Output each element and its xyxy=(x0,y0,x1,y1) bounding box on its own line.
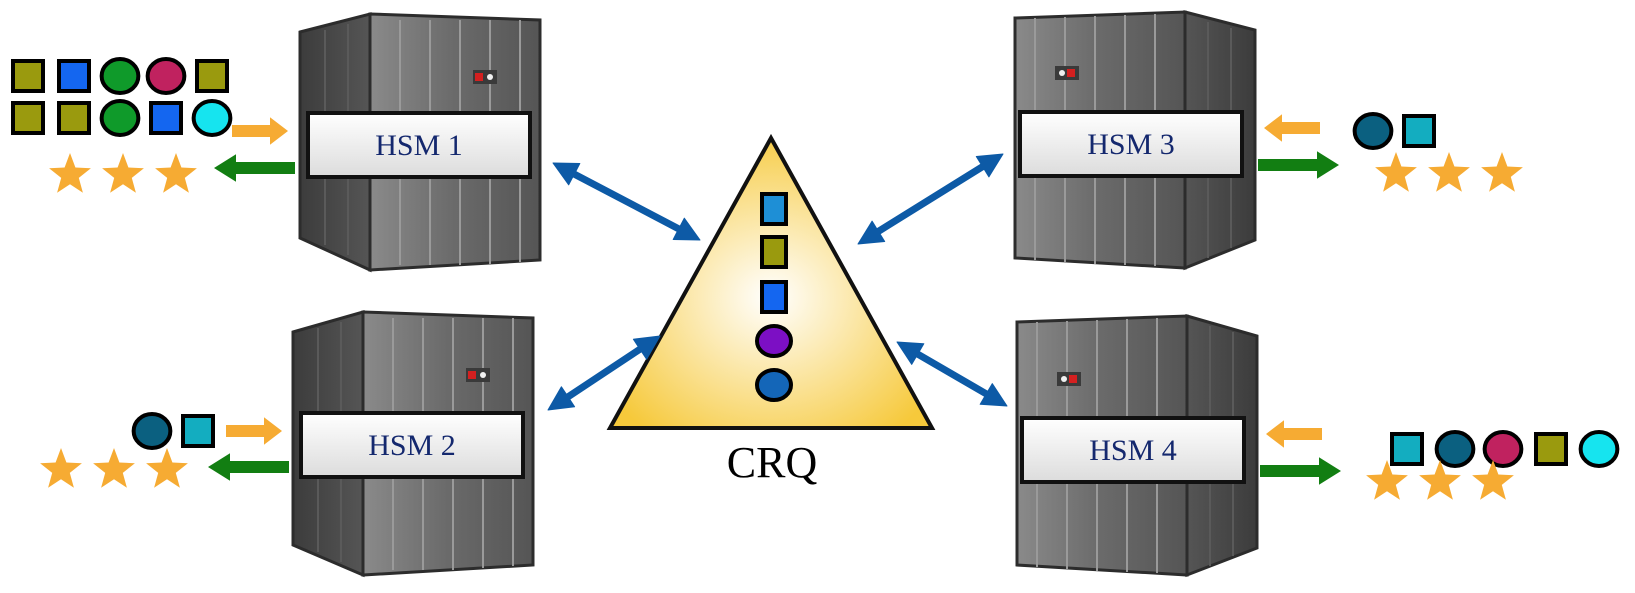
server-label: HSM 3 xyxy=(1087,128,1175,161)
request-square xyxy=(11,59,45,93)
request-circle xyxy=(191,99,233,137)
request-square xyxy=(1534,432,1568,466)
queue-item-square xyxy=(760,280,788,314)
request-circle xyxy=(131,412,173,450)
star-icon xyxy=(102,153,144,193)
request-circle xyxy=(99,57,141,95)
crq-label: CRQ xyxy=(727,438,818,487)
crq-queue: CRQ xyxy=(606,133,936,487)
star-icon xyxy=(1428,152,1470,192)
request-circle xyxy=(1352,112,1394,150)
server-label-panel xyxy=(1020,416,1246,484)
request-arrow-icon xyxy=(1266,420,1322,448)
server-label: HSM 4 xyxy=(1089,434,1177,467)
request-circle xyxy=(1578,430,1620,468)
io-arrows xyxy=(208,114,1341,485)
request-square xyxy=(57,101,91,135)
request-square xyxy=(1390,432,1424,466)
server-label-panel xyxy=(299,411,525,479)
link-arrow-icon xyxy=(857,153,1004,245)
link-arrow-icon xyxy=(896,341,1008,407)
request-row-hsm1 xyxy=(11,57,229,95)
request-circle xyxy=(145,57,187,95)
request-square xyxy=(57,59,91,93)
request-square xyxy=(181,414,215,448)
server-hsm3: HSM 3 xyxy=(1013,10,1257,271)
star-icon xyxy=(1481,152,1523,192)
request-arrow-icon xyxy=(226,417,282,445)
request-row-hsm3 xyxy=(1352,112,1436,150)
queue-item-square xyxy=(760,192,788,226)
star-icon xyxy=(155,153,197,193)
request-square xyxy=(1402,114,1436,148)
server-hsm4: HSM 4 xyxy=(1015,314,1259,578)
request-row-hsm4 xyxy=(1390,430,1620,468)
response-arrow-icon xyxy=(214,154,295,182)
star-icon xyxy=(1375,152,1417,192)
request-square xyxy=(149,101,183,135)
request-circle xyxy=(99,99,141,137)
response-arrow-icon xyxy=(208,453,289,481)
queue-item-circle xyxy=(755,368,793,402)
link-arrow-icon xyxy=(547,335,661,411)
server-hsm1: HSM 1 xyxy=(298,12,542,273)
star-icon xyxy=(93,448,135,488)
star-icon xyxy=(1419,460,1461,500)
request-arrow-icon xyxy=(1264,114,1320,142)
star-icon xyxy=(40,448,82,488)
request-square xyxy=(195,59,229,93)
server-hsm2: HSM 2 xyxy=(291,310,535,578)
request-circle xyxy=(1434,430,1476,468)
request-square xyxy=(11,101,45,135)
server-label: HSM 1 xyxy=(375,129,463,162)
queue-item-circle xyxy=(755,324,793,358)
star-icon xyxy=(1366,460,1408,500)
star-icon xyxy=(1472,460,1514,500)
request-arrow-icon xyxy=(232,117,288,145)
server-label: HSM 2 xyxy=(368,429,456,462)
response-arrow-icon xyxy=(1260,457,1341,485)
request-row-hsm1 xyxy=(11,99,233,137)
request-tokens xyxy=(11,57,1620,468)
response-arrow-icon xyxy=(1258,151,1339,179)
link-arrows xyxy=(547,153,1008,411)
request-circle xyxy=(1482,430,1524,468)
crq-queue-items xyxy=(755,192,793,402)
star-icon xyxy=(146,448,188,488)
server-label-panel xyxy=(1018,110,1244,178)
link-arrow-icon xyxy=(552,162,701,241)
queue-item-square xyxy=(760,235,788,269)
request-row-hsm2 xyxy=(131,412,215,450)
server-label-panel xyxy=(306,111,532,179)
star-icon xyxy=(49,153,91,193)
result-stars xyxy=(40,152,1523,500)
